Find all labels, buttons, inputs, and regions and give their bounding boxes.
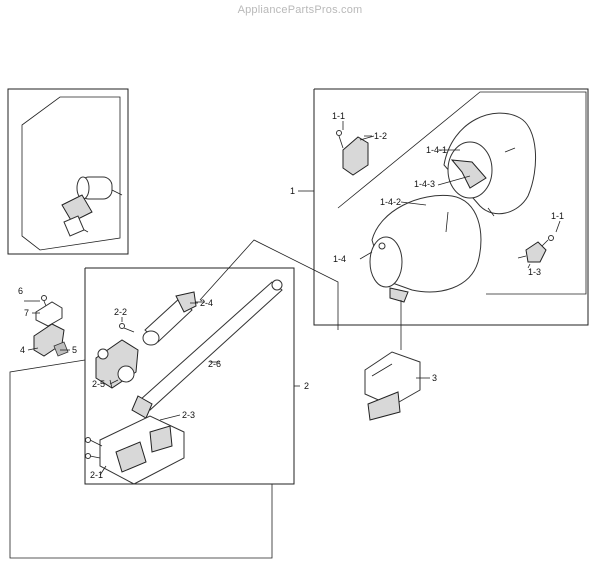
label-7: 7 (24, 308, 29, 318)
part-2-4-burner-tube (142, 291, 205, 346)
label-1-4: 1-4 (333, 254, 346, 264)
overview-assembly-illustration (61, 176, 123, 237)
part-3-bracket (364, 351, 430, 421)
label-6: 6 (18, 286, 23, 296)
assembly-1-leaders (342, 121, 561, 350)
label-1-1-right: 1-1 (551, 211, 564, 221)
part-2-2-screw (119, 323, 135, 333)
label-4: 4 (20, 345, 25, 355)
part-2-5-valve (95, 339, 139, 389)
label-1-2: 1-2 (374, 131, 387, 141)
label-5: 5 (72, 345, 77, 355)
parts-4-7-group (24, 295, 70, 357)
label-2-1: 2-1 (90, 470, 103, 480)
label-1-4-1: 1-4-1 (426, 145, 447, 155)
overview-inset (7, 88, 129, 255)
part-1-2-bracket (336, 130, 375, 176)
part-1-4-housing (443, 112, 537, 217)
part-2-1-base-bracket (85, 415, 185, 485)
label-2: 2 (304, 381, 309, 391)
label-1-4-3: 1-4-3 (414, 179, 435, 189)
assembly-2-frame (9, 239, 339, 559)
label-1: 1 (290, 186, 295, 196)
label-3: 3 (432, 373, 437, 383)
assembly-1-frame (298, 88, 589, 326)
label-2-3: 2-3 (182, 410, 195, 420)
label-2-2: 2-2 (114, 307, 127, 317)
watermark: AppliancePartsPros.com (237, 4, 363, 16)
label-2-5: 2-5 (92, 379, 105, 389)
callout-labels: 1 1-1 1-2 1-4-1 1-4-3 1-4-2 1-1 1-4 1-3 … (18, 111, 564, 480)
label-1-4-2: 1-4-2 (380, 197, 401, 207)
assembly-2-leaders (99, 302, 198, 476)
label-2-4: 2-4 (200, 298, 213, 308)
label-1-3: 1-3 (528, 267, 541, 277)
label-2-6: 2-6 (208, 359, 221, 369)
label-1-1-top: 1-1 (332, 111, 345, 121)
part-1-3-sensor (517, 235, 554, 263)
part-1-4-2-cylinder (369, 194, 482, 303)
